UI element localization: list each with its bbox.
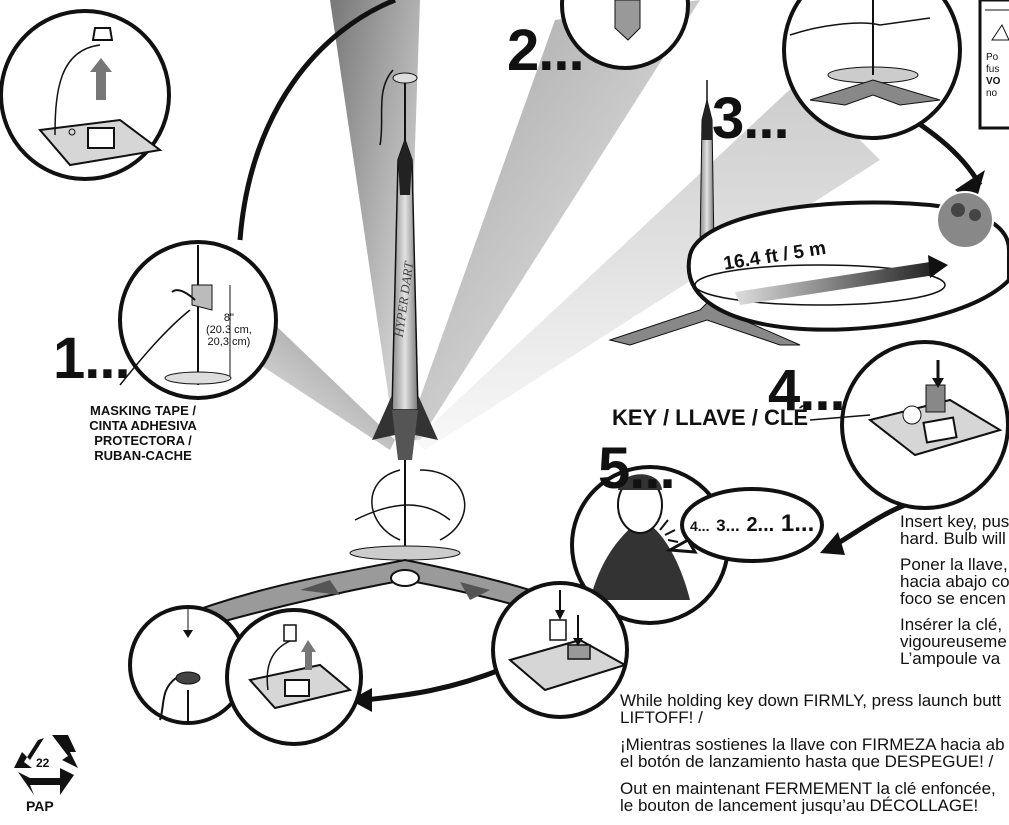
text-line: hard. Bulb will (900, 529, 1006, 548)
speech-bubble (664, 487, 824, 563)
step-4-label: 4... (768, 358, 846, 423)
arc-top-left (237, 0, 396, 241)
launch-text-block: While holding key down FIRMLY, press lau… (620, 692, 1009, 814)
masking-tape-line: CINTA ADHESIVA (89, 418, 197, 433)
step-3-label: 3... (712, 86, 790, 151)
arc-to-key (833, 502, 906, 548)
recycle-code: PAP (26, 798, 54, 814)
text-line: foco se encen (900, 589, 1006, 608)
circle-tape (118, 240, 278, 400)
masking-tape-line: MASKING TAPE / (90, 403, 196, 418)
text-line: Out en maintenant FERMEMENT la clé enfon… (620, 779, 996, 798)
main-rocket: HYPER DART (372, 69, 438, 560)
arc-bottom (364, 665, 506, 703)
text-line: L’ampoule va (900, 649, 1001, 667)
text-line: ¡Mientras sostienes la llave con FIRMEZA… (620, 735, 1005, 754)
step-2-label: 2... (507, 18, 585, 83)
warning-line: fus (986, 64, 1000, 75)
circle-key-insert (809, 340, 1009, 510)
main-launch-pad (168, 469, 603, 634)
text-line: vigoureuseme (900, 632, 1007, 651)
circle-person (570, 465, 730, 625)
insert-fr: Insérer la clé, vigoureuseme L’ampoule v… (900, 616, 1009, 667)
countdown-4: 4... (690, 518, 710, 534)
measurement-label: 8" (20.3 cm, 20,3 cm) (206, 312, 252, 348)
recycle-number: 22 (36, 756, 50, 770)
measurement-metric-a: (20.3 cm, (206, 324, 252, 336)
text-line: Insérer la clé, (900, 615, 1003, 634)
arrow-head-bottom (350, 688, 372, 712)
step-1-label: 1... (53, 326, 131, 391)
text-line: Insert key, pus (900, 513, 1009, 531)
countdown-3: 3... (716, 516, 740, 535)
key-label: KEY / LLAVE / CLÉ (612, 405, 808, 430)
warning-line: Po (986, 52, 999, 63)
insert-text-block: Insert key, pus hard. Bulb will Poner la… (900, 513, 1009, 667)
measurement-metric-b: 20,3 cm) (207, 336, 251, 348)
circle-bottom-left (128, 605, 248, 725)
launch-fr: Out en maintenant FERMEMENT la clé enfon… (620, 780, 1009, 814)
warning-box (978, 0, 1009, 130)
text-line: le bouton de lancement jusqu’au DÉCOLLAG… (620, 796, 979, 814)
text-line: While holding key down FIRMLY, press lau… (620, 692, 1002, 710)
warning-line: VO (986, 76, 1001, 87)
text-line: hacia abajo co (900, 572, 1009, 591)
circle-launcher-top (0, 9, 171, 181)
insert-en: Insert key, pus hard. Bulb will (900, 513, 1009, 547)
circle-top-middle (560, 0, 690, 70)
circle-top-right (782, 0, 962, 140)
arrow-head-key (820, 532, 845, 555)
distance-ellipse (686, 191, 1009, 332)
measurement-length: 8" (223, 312, 234, 324)
circle-bottom-middle (225, 608, 363, 746)
masking-tape-line: RUBAN-CACHE (94, 448, 192, 463)
text-line: el botón de lanzamiento hasta que DESPEG… (620, 752, 994, 771)
insert-es: Poner la llave, hacia abajo co foco se e… (900, 556, 1009, 607)
warning-line: no (986, 88, 998, 99)
recycle-icon (14, 735, 78, 795)
circle-bottom-right (491, 581, 629, 719)
countdown-1: 1... (780, 510, 815, 537)
countdown-2: 2... (746, 514, 775, 536)
countdown-text: 4... 3... 2... 1... (690, 510, 814, 538)
masking-tape-caption: MASKING TAPE / CINTA ADHESIVA PROTECTORA… (78, 403, 208, 463)
text-line: LIFTOFF! / (620, 708, 703, 727)
warning-text: Po fus VO no (986, 52, 1009, 100)
launch-en: While holding key down FIRMLY, press lau… (620, 692, 1009, 726)
step-5-label: 5... (598, 436, 676, 501)
launch-es: ¡Mientras sostienes la llave con FIRMEZA… (620, 736, 1009, 770)
masking-tape-line: PROTECTORA / (94, 433, 192, 448)
text-line: Poner la llave, (900, 555, 1008, 574)
